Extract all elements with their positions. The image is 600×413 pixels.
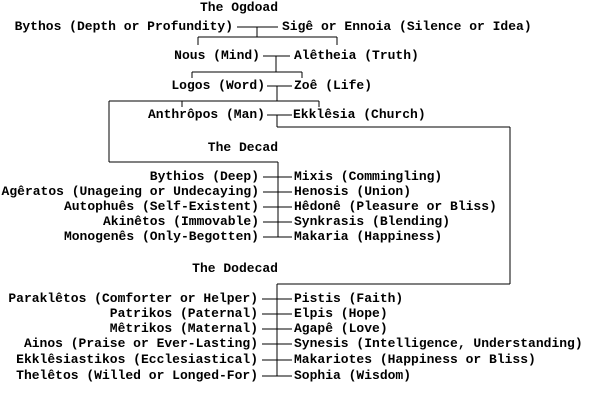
section-title-decad: The Decad [207,140,278,155]
aeon-left-label: Bythos (Depth or Profundity) [14,19,233,34]
section-title-ogdoad: The Ogdoad [199,0,278,15]
section-title-dodecad: The Dodecad [192,261,278,276]
aeon-left-label: Ekklêsiastikos (Ecclesiastical) [16,352,258,367]
aeon-left-label: Autophuês (Self-Existent) [63,199,259,214]
aeon-left-label: Anthrôpos (Man) [147,107,265,122]
aeon-left-label: Nous (Mind) [174,48,260,63]
aeon-left-label: Akinêtos (Immovable) [102,214,259,229]
aeon-right-label: Ekklêsia (Church) [293,107,426,122]
aeon-right-label: Agapê (Love) [294,321,388,336]
aeon-right-label: Elpis (Hope) [294,306,388,321]
tree-connector-path [108,26,511,377]
aeon-right-label: Synesis (Intelligence, Understanding) [294,336,583,351]
aeon-right-label: Makaria (Happiness) [294,229,443,244]
aeon-left-label: Bythios (Deep) [149,169,259,184]
aeon-left-label: Paraklêtos (Comforter or Helper) [8,291,258,306]
aeon-left-label: Thelêtos (Willed or Longed-For) [16,368,258,383]
aeon-left-label: Monogenês (Only-Begotten) [63,229,259,244]
aeon-left-label: Ainos (Praise or Ever-Lasting) [23,336,258,351]
aeon-right-label: Zoê (Life) [294,78,373,93]
aeon-left-label: Patrikos (Paternal) [109,306,258,321]
aeon-right-label: Synkrasis (Blending) [294,214,451,229]
aeon-left-label: Logos (Word) [171,78,265,93]
aeon-right-label: Henosis (Union) [294,184,412,199]
aeon-left-label: Agêratos (Unageing or Undecaying) [1,184,259,199]
aeon-right-label: Sophia (Wisdom) [294,368,412,383]
aeon-left-label: Mêtrikos (Maternal) [109,321,258,336]
aeon-right-label: Mixis (Commingling) [294,169,443,184]
aeon-right-label: Alêtheia (Truth) [294,48,419,63]
aeon-right-label: Sigê or Ennoia (Silence or Idea) [282,19,532,34]
aeon-right-label: Pistis (Faith) [294,291,404,306]
aeon-right-label: Hêdonê (Pleasure or Bliss) [294,199,497,214]
aeon-right-label: Makariotes (Happiness or Bliss) [294,352,536,367]
